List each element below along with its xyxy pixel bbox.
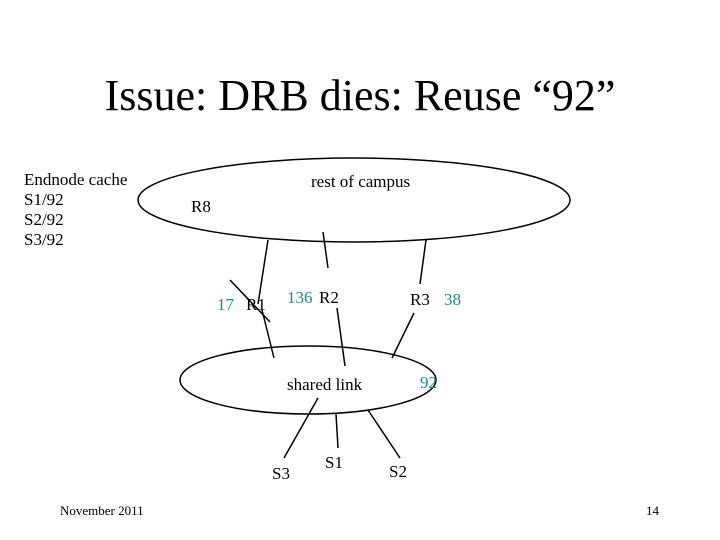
campus-label: rest of campus [311, 172, 410, 191]
r2-link-link [336, 307, 346, 367]
s2-link [367, 409, 401, 459]
r1-label: R1 [246, 295, 266, 314]
r3-label: R3 [410, 290, 430, 309]
s2-label: S2 [389, 462, 407, 481]
shared-link-number: 92 [420, 373, 437, 392]
footer-date: November 2011 [60, 503, 144, 518]
r1-link-link [261, 309, 275, 359]
r2-label: R2 [319, 288, 339, 307]
shared-link-label: shared link [287, 375, 363, 394]
r1-dead-mark [229, 279, 271, 323]
cache-entry-s1: S1/92 [24, 190, 64, 209]
s3-link [283, 397, 319, 459]
r2-number: 136 [287, 288, 313, 307]
r1-campus-link [257, 239, 269, 305]
r2-campus-link [322, 231, 329, 269]
s3-label: S3 [272, 464, 290, 483]
r1-number: 17 [217, 295, 235, 314]
r3-link-link [391, 312, 415, 359]
shared-link-cloud [179, 345, 437, 415]
cache-entry-s2: S2/92 [24, 210, 64, 229]
campus-cloud [137, 157, 571, 243]
s1-label: S1 [325, 453, 343, 472]
r8-label: R8 [191, 197, 211, 216]
r3-number: 38 [444, 290, 461, 309]
cache-entry-s3: S3/92 [24, 230, 64, 249]
cache-header: Endnode cache [24, 170, 128, 189]
endnode-cache: Endnode cache S1/92 S2/92 S3/92 [24, 170, 127, 250]
slide-title: Issue: DRB dies: Reuse “92” [104, 71, 616, 120]
s1-link [335, 413, 339, 449]
page-number: 14 [646, 503, 659, 518]
r3-campus-link [419, 239, 427, 285]
